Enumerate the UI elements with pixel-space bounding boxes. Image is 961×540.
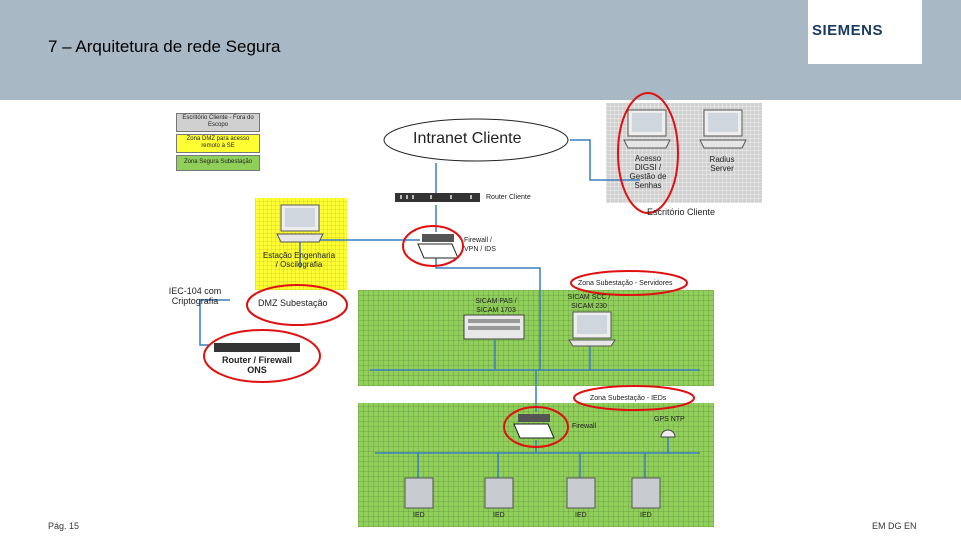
router-ons-label: Router / Firewall ONS bbox=[221, 355, 292, 375]
highlight-firewall-ied bbox=[503, 406, 569, 448]
sicam-pas-slot-2 bbox=[468, 326, 520, 330]
escritorio-cliente-label: Escritório Cliente bbox=[647, 207, 716, 217]
firewall-ied-label: Firewall bbox=[572, 423, 597, 430]
estacao-keyboard bbox=[276, 233, 324, 243]
sicam-pas-label: SICAM PAS / SICAM 1703 bbox=[475, 298, 517, 314]
footer-code: EM DG EN bbox=[872, 521, 917, 531]
estacao-label: Estação Engenharia / Oscilografia bbox=[262, 251, 336, 269]
legend-secure-label: Zona Segura Subestação bbox=[183, 159, 253, 165]
radius-server-label: Radius Server bbox=[709, 155, 735, 173]
ied-device-3 bbox=[566, 477, 596, 509]
router-cliente-ports bbox=[400, 195, 472, 199]
logo-container bbox=[808, 0, 922, 64]
highlight-acesso-digsi bbox=[617, 92, 679, 214]
link-firewall-zone bbox=[435, 258, 541, 370]
dmz-label: DMZ Subestação bbox=[258, 298, 328, 308]
highlight-zona-ieds bbox=[573, 385, 695, 411]
legend-dmz: Zona DMZ para acesso remoto à SE bbox=[176, 134, 260, 153]
ied-devices bbox=[404, 477, 661, 509]
ied-label-2: IED bbox=[493, 512, 505, 519]
link-intranet-office bbox=[570, 139, 640, 181]
ied-device-4 bbox=[631, 477, 661, 509]
network-links bbox=[199, 139, 700, 478]
sicam-scc-screen bbox=[577, 315, 607, 334]
ied-label-3: IED bbox=[575, 512, 587, 519]
intranet-cloud bbox=[383, 118, 569, 162]
siemens-logo: SIEMENS bbox=[812, 22, 884, 39]
router-ons-device bbox=[214, 343, 300, 352]
highlight-dmz bbox=[246, 284, 348, 326]
slide-title: 7 – Arquitetura de rede Segura bbox=[48, 37, 281, 56]
iec104-label: IEC-104 com Criptografia bbox=[168, 286, 222, 306]
ied-label-4: IED bbox=[640, 512, 652, 519]
legend-dmz-label: Zona DMZ para acesso remoto à SE bbox=[186, 136, 250, 149]
ied-device-2 bbox=[484, 477, 514, 509]
legend-secure: Zona Segura Subestação bbox=[176, 155, 260, 171]
router-cliente-label: Router Cliente bbox=[486, 194, 531, 201]
highlight-ellipses bbox=[203, 92, 695, 448]
radius-server-keyboard bbox=[699, 139, 747, 149]
zona-servidores-label: Zona Subestação - Servidores bbox=[578, 280, 673, 287]
acesso-digsi-label: Acesso DIGSI / Gestão de Senhas bbox=[629, 154, 667, 190]
legend-office: Escritório Cliente - Fora do Escopo bbox=[176, 113, 260, 132]
ied-device-1 bbox=[404, 477, 434, 509]
acesso-digsi-keyboard bbox=[623, 139, 671, 149]
sicam-pas-slot-1 bbox=[468, 319, 520, 323]
ied-label-1: IED bbox=[413, 512, 425, 519]
router-cliente-device bbox=[395, 193, 480, 202]
page-number: Pág. 15 bbox=[48, 521, 80, 531]
intranet-label: Intranet Cliente bbox=[413, 130, 522, 147]
firewall-vpn-base bbox=[417, 243, 459, 259]
acesso-digsi-screen bbox=[632, 113, 662, 132]
link-iec104 bbox=[199, 299, 230, 346]
sicam-scc-label: SICAM SCC / SICAM 230 bbox=[567, 294, 611, 310]
header-bar bbox=[0, 0, 961, 100]
firewall-vpn-label: Firewall / VPN / IDS bbox=[464, 237, 496, 253]
highlight-router-ons bbox=[203, 329, 321, 383]
estacao-screen bbox=[285, 208, 315, 227]
radius-server-screen bbox=[708, 113, 738, 132]
firewall-ied-base bbox=[513, 423, 555, 439]
zona-ieds-label: Zona Subestação - IEDs bbox=[590, 395, 667, 402]
highlight-zona-servidores bbox=[570, 270, 688, 296]
gps-antenna bbox=[660, 429, 676, 438]
legend-office-label: Escritório Cliente - Fora do Escopo bbox=[182, 115, 254, 128]
firewall-ied-device bbox=[518, 414, 550, 422]
firewall-vpn-device bbox=[422, 234, 454, 242]
sicam-scc-keyboard bbox=[568, 339, 616, 347]
highlight-firewall-vpn bbox=[402, 225, 464, 267]
gps-label: GPS NTP bbox=[654, 416, 685, 423]
